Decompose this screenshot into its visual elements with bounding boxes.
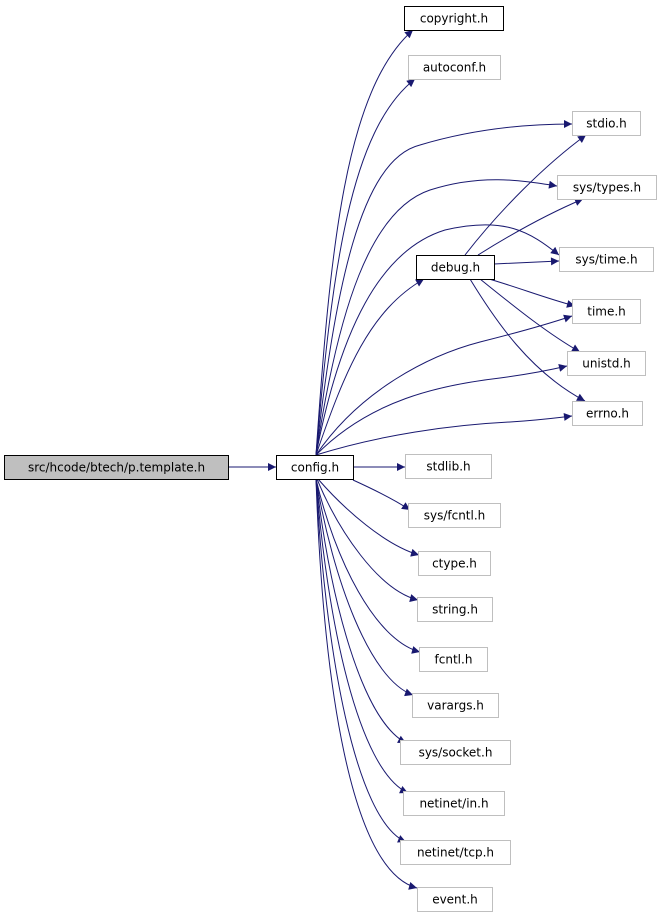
node-autoconf: autoconf.h [408,55,501,80]
edge-debug-to-time [488,278,576,308]
edge-config-to-errno [315,412,573,456]
node-string: string.h [417,597,493,622]
node-box-netinetin [403,791,505,816]
node-stdlib: stdlib.h [405,454,492,479]
node-event: event.h [417,887,493,912]
node-box-netinettcp [400,840,511,865]
node-netinetin: netinet/in.h [403,791,505,816]
edge-config-to-netinettcp [315,478,407,843]
node-syssocket: sys/socket.h [400,740,511,765]
edge-config-to-sysfcntl [352,479,411,511]
node-box-systypes [557,175,657,200]
node-label-sysfcntl: sys/fcntl.h [424,509,486,523]
node-label-systypes: sys/types.h [573,181,641,195]
node-label-errno: errno.h [586,407,629,421]
edge-debug-to-systypes [477,198,584,256]
node-label-string: string.h [432,603,478,617]
edge-config-to-string [316,478,419,602]
node-box-copyright [404,6,504,31]
edge-config-to-stdio [315,120,573,456]
node-label-netinettcp: netinet/tcp.h [417,846,494,860]
node-ctype: ctype.h [418,551,491,576]
node-varargs: varargs.h [412,693,499,718]
edge-config-to-netinetin [315,478,409,794]
node-copyright[interactable]: copyright.h [404,6,504,31]
edge-config-to-debug [315,278,425,456]
node-time: time.h [572,299,641,324]
node-box-time [572,299,641,324]
node-box-root [4,455,229,480]
node-box-syssocket [400,740,511,765]
node-label-copyright: copyright.h [420,12,488,26]
node-box-ctype [418,551,491,576]
node-box-systime [559,247,654,272]
edge-debug-to-systime [493,257,560,266]
edge-debug-to-stdio [464,134,587,256]
node-box-event [417,887,493,912]
node-errno: errno.h [572,401,643,426]
node-root[interactable]: src/hcode/btech/p.template.h [4,455,229,480]
node-unistd: unistd.h [567,351,646,376]
edge-debug-to-errno [469,278,586,402]
node-fcntl: fcntl.h [419,647,488,672]
node-box-sysfcntl [408,503,501,528]
node-label-autoconf: autoconf.h [423,61,486,75]
edge-config-to-varargs [315,478,414,697]
node-stdio: stdio.h [572,111,641,136]
node-netinettcp: netinet/tcp.h [400,840,511,865]
edge-config-to-copyright [315,29,414,456]
edges-layer [228,29,587,890]
node-box-varargs [412,693,499,718]
edge-config-to-systypes [315,179,558,456]
edge-config-to-unistd [315,363,568,456]
node-systime: sys/time.h [559,247,654,272]
node-box-stdlib [405,454,492,479]
node-sysfcntl: sys/fcntl.h [408,503,501,528]
node-box-config [276,455,354,480]
node-label-syssocket: sys/socket.h [419,746,493,760]
node-label-root: src/hcode/btech/p.template.h [28,461,205,475]
edge-config-to-autoconf [315,78,416,456]
node-label-systime: sys/time.h [575,253,637,267]
edge-config-to-ctype [317,478,420,557]
node-label-event: event.h [432,893,478,907]
node-label-time: time.h [587,305,626,319]
edge-debug-to-unistd [479,278,581,353]
node-label-stdlib: stdlib.h [426,460,470,474]
node-box-unistd [567,351,646,376]
node-label-fcntl: fcntl.h [435,653,473,667]
node-config[interactable]: config.h [276,455,354,480]
edge-config-to-time [315,314,573,456]
node-debug[interactable]: debug.h [416,255,495,280]
node-box-debug [416,255,495,280]
nodes-layer: src/hcode/btech/p.template.h config.h copy… [4,6,657,912]
node-label-config: config.h [291,461,339,475]
node-box-autoconf [408,55,501,80]
edge-config-to-fcntl [315,478,421,654]
node-label-stdio: stdio.h [586,117,626,131]
node-box-stdio [572,111,641,136]
node-box-string [417,597,493,622]
node-systypes: sys/types.h [557,175,657,200]
edge-config-to-systime [315,224,560,456]
node-label-netinetin: netinet/in.h [419,797,488,811]
edge-config-to-syssocket [315,478,407,744]
node-label-varargs: varargs.h [427,699,484,713]
node-label-ctype: ctype.h [432,557,477,571]
node-box-fcntl [419,647,488,672]
edge-config-to-event [315,478,418,890]
node-box-errno [572,401,643,426]
node-label-unistd: unistd.h [582,357,631,371]
node-label-debug: debug.h [431,261,480,275]
